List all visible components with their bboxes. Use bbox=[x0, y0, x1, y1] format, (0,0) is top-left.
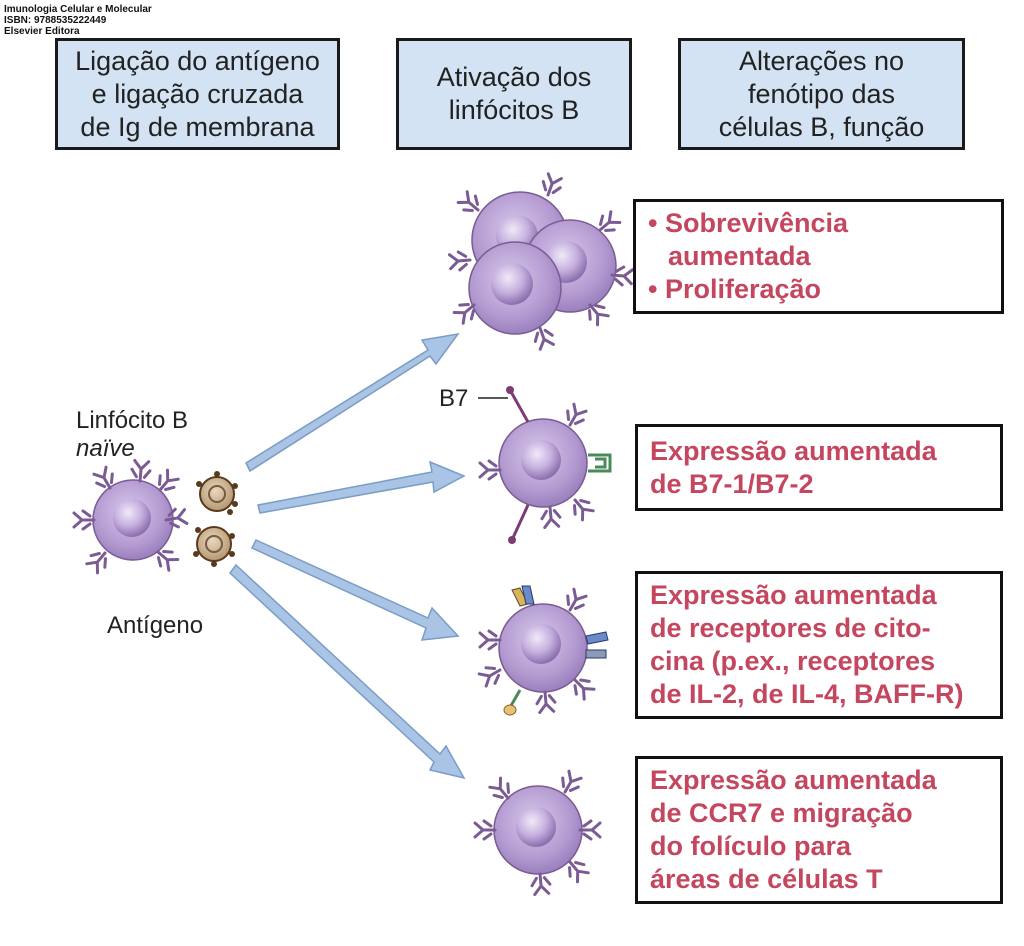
naive-label-line1: Linfócito B bbox=[76, 407, 189, 434]
header-phenotype-changes: Alterações no fenótipo das células B, fu… bbox=[678, 38, 965, 150]
antigen-particles bbox=[193, 471, 238, 567]
outcome-cytokine-line2: de receptores de cito- bbox=[650, 613, 931, 643]
antigen-label: Antígeno bbox=[107, 612, 204, 639]
outcome-survival: • Sobrevivência aumentada bbox=[648, 208, 849, 271]
naive-b-cell-label: Linfócito B naïve bbox=[76, 407, 188, 463]
outcome-b7-line2: de B7-1/B7-2 bbox=[650, 468, 814, 499]
arrow-to-ccr7 bbox=[228, 563, 466, 780]
header-b-cell-activation: Ativação dos linfócitos B bbox=[396, 38, 632, 150]
outcome-cytokine-line4: de IL-2, de IL-4, BAFF-R) bbox=[650, 679, 964, 709]
outcome-ccr7-line1: Expressão aumentada bbox=[650, 765, 937, 795]
outcome-ccr7-migration: Expressão aumentada de CCR7 e migração d… bbox=[635, 756, 1003, 904]
outcome-ccr7-line4: áreas de células T bbox=[650, 864, 883, 894]
outcome-cytokine-line1: Expressão aumentada bbox=[650, 580, 937, 610]
outcome-proliferation: • Proliferação bbox=[648, 274, 822, 304]
outcome-survival-proliferation: • Sobrevivência aumentada • Proliferação bbox=[633, 199, 1004, 314]
outcome-b7-line1: Expressão aumentada bbox=[650, 435, 937, 466]
credit-isbn: ISBN: 9788535222449 bbox=[4, 15, 107, 26]
credit-title: Imunologia Celular e Molecular bbox=[4, 4, 152, 15]
arrow-to-b7 bbox=[257, 460, 466, 514]
outcome-cytokine-receptors: Expressão aumentada de receptores de cit… bbox=[635, 571, 1003, 719]
arrow-to-proliferation bbox=[245, 332, 460, 473]
outcome-ccr7-line3: do folículo para bbox=[650, 831, 852, 861]
header-antigen-binding: Ligação do antígeno e ligação cruzada de… bbox=[55, 38, 340, 150]
cytokine-receptor-cell bbox=[476, 585, 609, 716]
book-credit: Imunologia Celular e Molecular ISBN: 978… bbox=[4, 4, 152, 37]
credit-publisher: Elsevier Editora bbox=[4, 26, 80, 37]
arrow-to-cytokine bbox=[250, 539, 460, 641]
ccr7-migrating-cell bbox=[473, 768, 602, 897]
proliferating-cells bbox=[447, 171, 635, 352]
b7-expressing-cell bbox=[478, 386, 612, 544]
outcome-ccr7-line2: de CCR7 e migração bbox=[650, 798, 913, 828]
naive-label-line2: naïve bbox=[76, 435, 135, 462]
naive-b-cell bbox=[72, 458, 189, 576]
activation-arrows bbox=[228, 332, 466, 780]
b7-label: B7 bbox=[439, 385, 469, 412]
outcome-cytokine-line3: cina (p.ex., receptores bbox=[650, 646, 936, 676]
outcome-b7-expression: Expressão aumentada de B7-1/B7-2 bbox=[635, 424, 1003, 511]
